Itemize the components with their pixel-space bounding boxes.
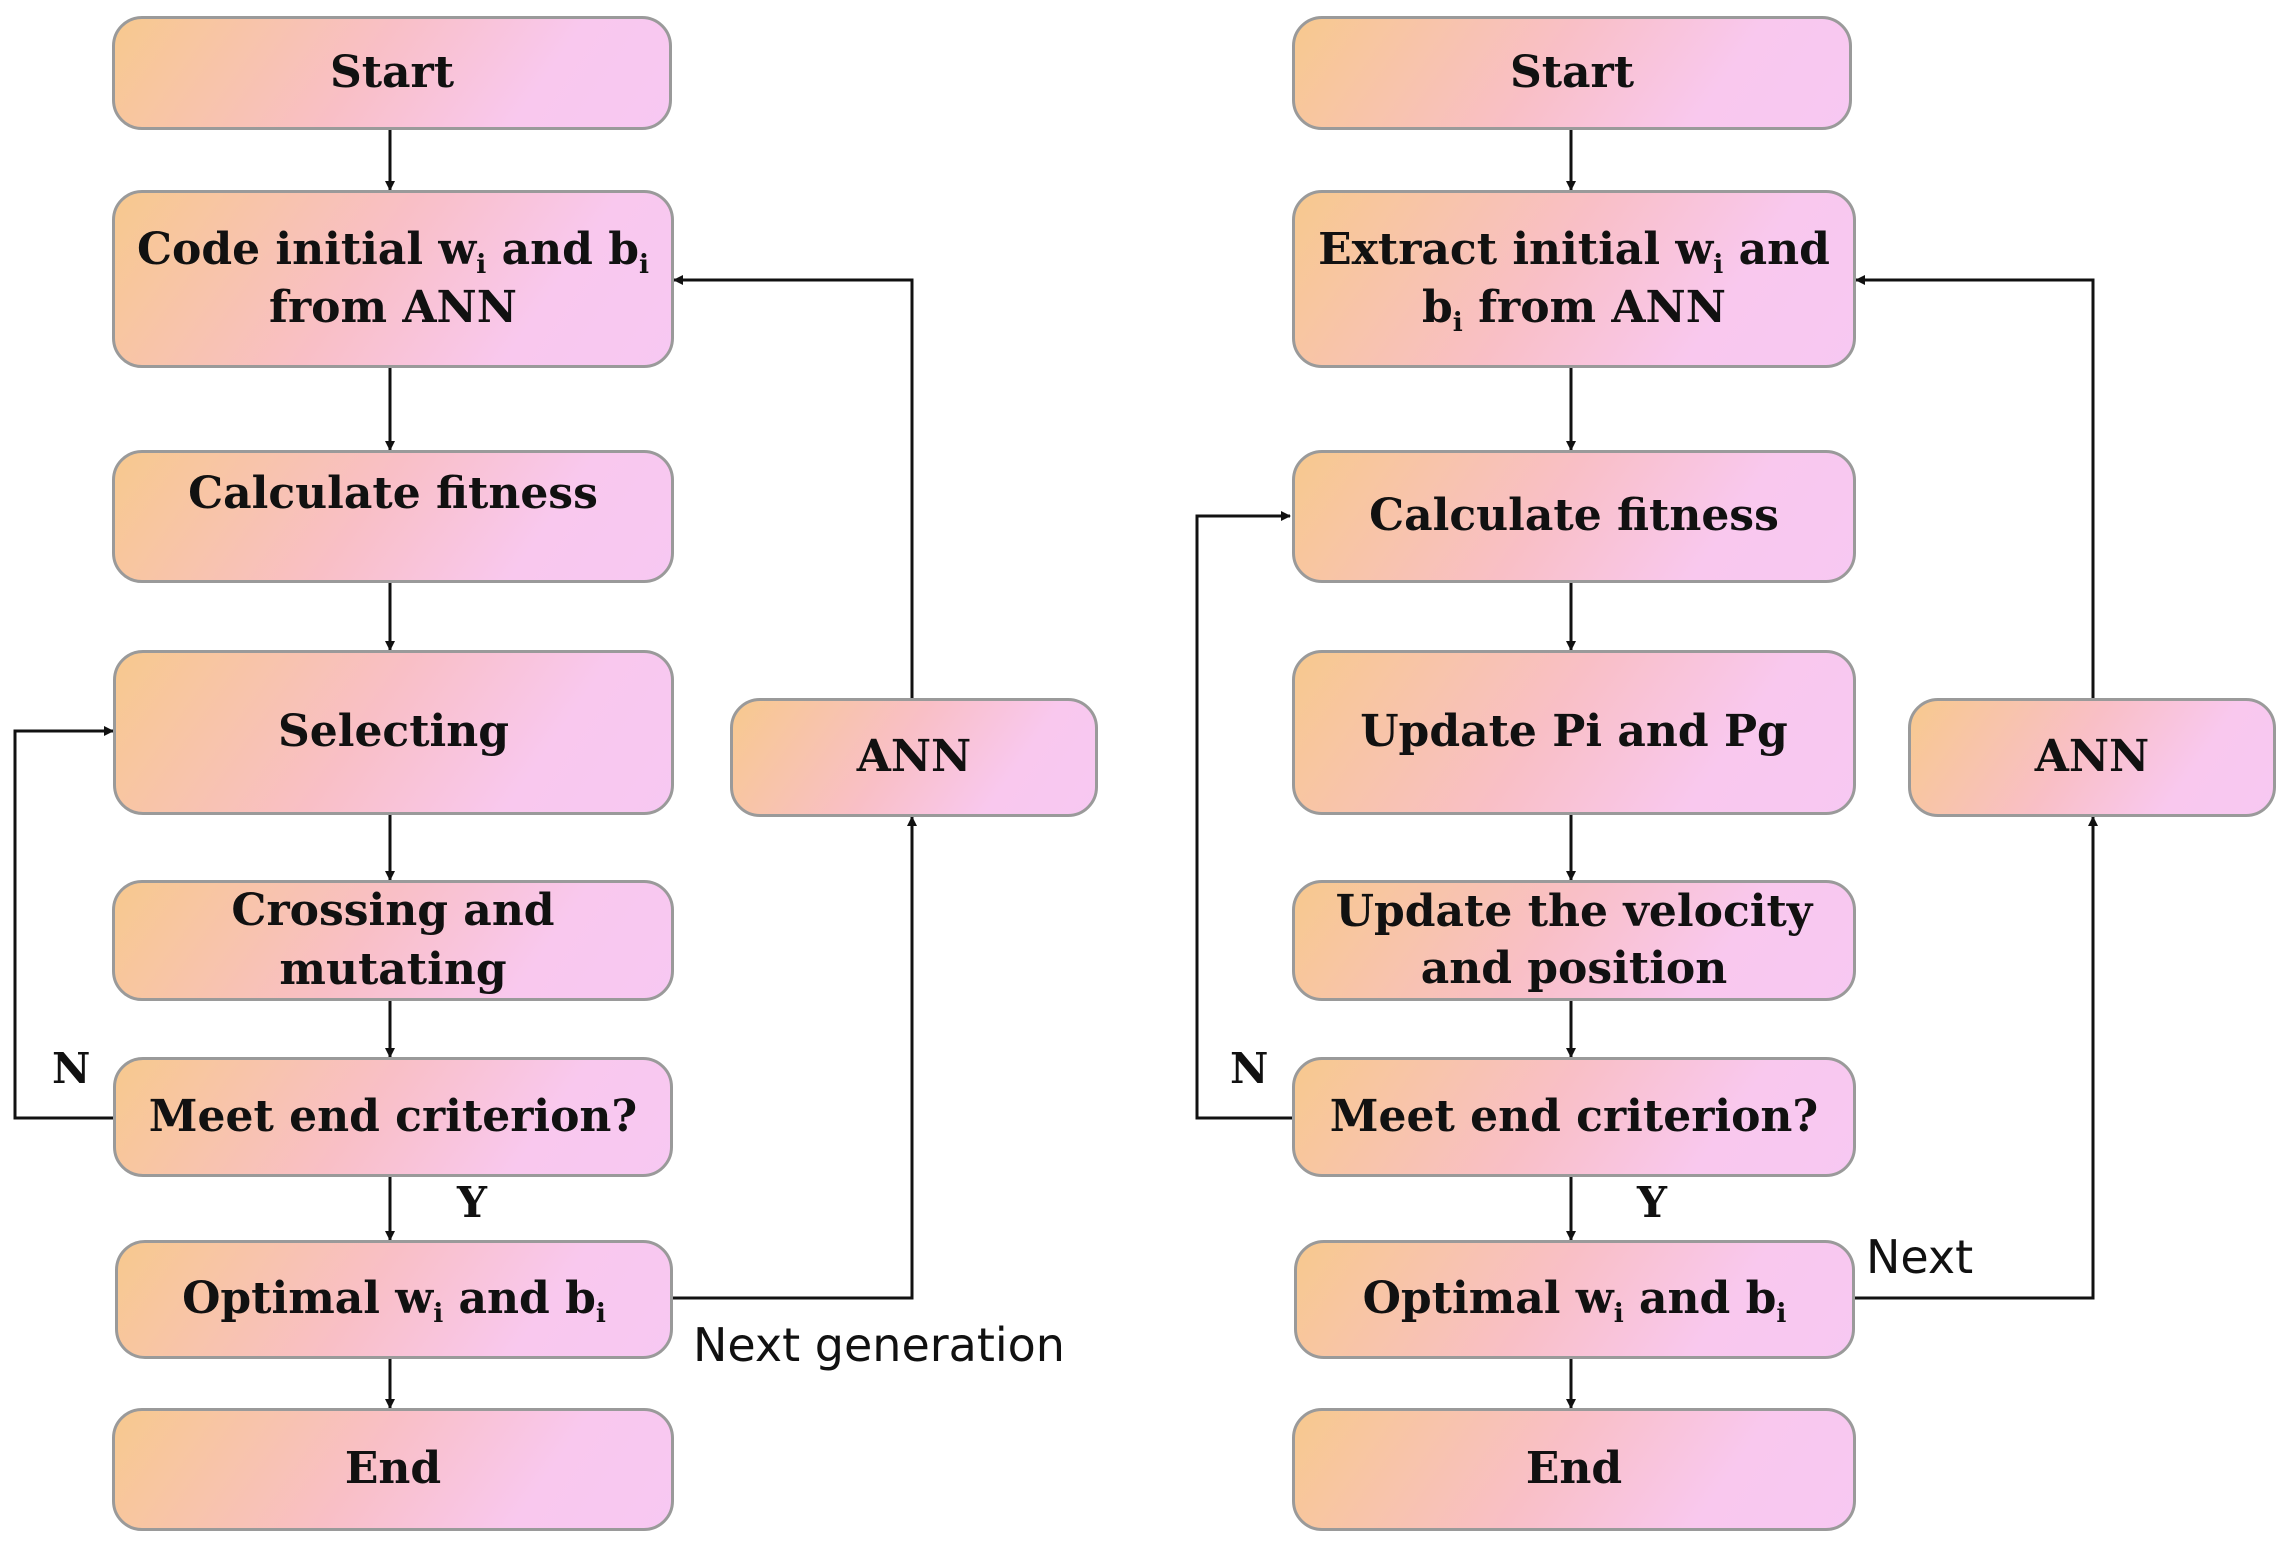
right-velocity-line2: and position (1420, 942, 1728, 994)
left-criterion-node: Meet end criterion? (113, 1057, 673, 1177)
left-ann-label: ANN (856, 731, 972, 783)
left-end-node: End (112, 1408, 674, 1531)
left-init-line2: from ANN (269, 282, 517, 333)
right-init-line1: Extract initial wi and (1318, 223, 1830, 281)
right-optimal-label: Optimal wi and bi (1362, 1273, 1787, 1330)
arrow-no-loop-right (1195, 511, 1292, 1120)
right-ann-node: ANN (1908, 698, 2276, 817)
left-fitness-node: Calculate fitness (112, 450, 674, 583)
left-optimal-node: Optimal wi and bi (115, 1240, 673, 1359)
arrow-no-loop-left (13, 726, 115, 1120)
right-yes-label: Y (1637, 1178, 1667, 1227)
right-init-line2: bi from ANN (1421, 282, 1726, 339)
right-next-label: Next (1866, 1230, 1974, 1284)
arrow-optimal-to-ann-left (673, 816, 917, 1300)
right-end-node: End (1292, 1408, 1856, 1531)
left-end-label: End (344, 1443, 442, 1495)
right-criterion-label: Meet end criterion? (1329, 1090, 1819, 1142)
right-fitness-node: Calculate fitness (1292, 450, 1856, 583)
left-ann-node: ANN (730, 698, 1098, 817)
arrow-ann-to-init-right (1855, 275, 2095, 698)
right-end-label: End (1525, 1443, 1623, 1495)
right-update-node: Update Pi and Pg (1292, 650, 1856, 815)
right-velocity-line1: Update the velocity (1335, 886, 1813, 938)
left-init-line1: Code initial wi and bi (136, 223, 650, 281)
left-yes-label: Y (457, 1178, 487, 1227)
right-fitness-label: Calculate fitness (1369, 490, 1779, 542)
arrow-optimal-to-ann-right (1855, 816, 2098, 1300)
left-start-node: Start (112, 16, 672, 130)
left-no-label: N (52, 1044, 91, 1093)
left-init-node: Code initial wi and bi from ANN (112, 190, 674, 368)
left-next-generation-label: Next generation (693, 1318, 1065, 1372)
right-init-node: Extract initial wi and bi from ANN (1292, 190, 1856, 368)
left-select-node: Selecting (113, 650, 674, 815)
right-criterion-node: Meet end criterion? (1292, 1057, 1856, 1177)
left-fitness-label: Calculate fitness (188, 468, 598, 519)
right-ann-label: ANN (2034, 731, 2150, 783)
left-criterion-label: Meet end criterion? (148, 1090, 638, 1142)
right-no-label: N (1230, 1044, 1269, 1093)
right-velocity-node: Update the velocity and position (1292, 880, 1856, 1001)
left-cross-label: Crossing and mutating (231, 885, 555, 995)
left-optimal-label: Optimal wi and bi (182, 1273, 606, 1330)
left-start-label: Start (329, 46, 455, 98)
left-select-label: Selecting (277, 706, 510, 758)
right-start-node: Start (1292, 16, 1852, 130)
right-start-label: Start (1509, 46, 1635, 98)
left-cross-node: Crossing and mutating (112, 880, 674, 1001)
right-update-label: Update Pi and Pg (1360, 706, 1788, 758)
arrow-ann-to-init-left (673, 275, 914, 698)
right-optimal-node: Optimal wi and bi (1294, 1240, 1855, 1359)
